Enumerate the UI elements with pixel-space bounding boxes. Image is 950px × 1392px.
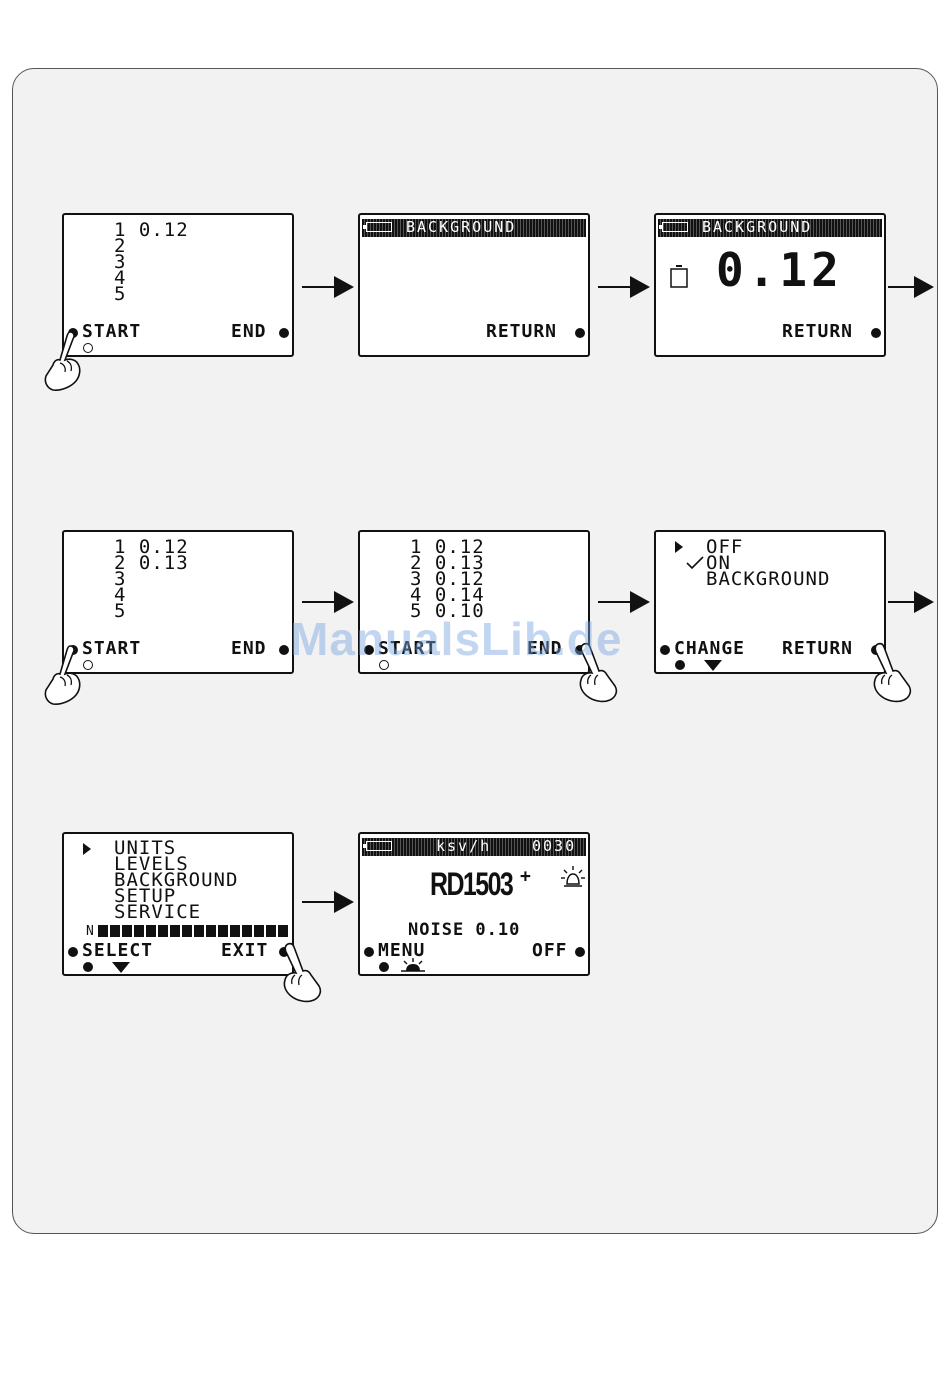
arrow-right-icon — [888, 286, 932, 288]
screen-list-1: 1 0.12 2 3 4 5 START END — [62, 213, 294, 357]
softkey-left-dot[interactable] — [364, 645, 374, 655]
n-label: N — [86, 924, 94, 939]
down-key-dot[interactable] — [675, 660, 685, 670]
checkmark-icon — [686, 556, 704, 570]
units-label: ksv/h — [436, 837, 491, 855]
start-softkey[interactable]: START — [82, 638, 141, 659]
exit-softkey[interactable]: EXIT — [221, 940, 268, 961]
stopwatch-icon — [83, 343, 93, 353]
screen-title: BACKGROUND — [702, 218, 812, 236]
arrow-right-icon — [598, 286, 648, 288]
off-softkey[interactable]: OFF — [532, 940, 568, 961]
readout-label: 0030 — [532, 837, 576, 855]
softkey-right-dot[interactable] — [575, 947, 585, 957]
pointing-hand-icon — [872, 642, 916, 706]
arrow-right-icon — [302, 901, 352, 903]
softkey-right-dot[interactable] — [279, 328, 289, 338]
battery-icon — [366, 841, 392, 851]
stopwatch-icon — [668, 265, 690, 291]
light-key-dot[interactable] — [379, 962, 389, 972]
pointer-triangle-icon — [674, 540, 684, 554]
change-softkey[interactable]: CHANGE — [674, 638, 745, 659]
softkey-left-dot[interactable] — [660, 645, 670, 655]
model-plus: + — [520, 866, 531, 887]
stopwatch-icon — [379, 660, 389, 670]
softkey-right-dot[interactable] — [871, 328, 881, 338]
battery-icon — [662, 222, 688, 232]
screen-home: ksv/h 0030 RD1503 + NOISE 0.10 MENU OFF — [358, 832, 590, 976]
pointing-hand-icon — [40, 330, 84, 394]
return-softkey[interactable]: RETURN — [486, 321, 557, 342]
arrow-right-icon — [888, 601, 932, 603]
noise-readout: NOISE 0.10 — [408, 920, 520, 940]
select-softkey[interactable]: SELECT — [82, 940, 153, 961]
screen-list-2: 1 0.12 2 0.13 3 4 5 START END — [62, 530, 294, 674]
softkey-right-dot[interactable] — [575, 328, 585, 338]
menu-item-service[interactable]: SERVICE — [114, 904, 201, 920]
return-softkey[interactable]: RETURN — [782, 321, 853, 342]
end-softkey[interactable]: END — [231, 638, 267, 659]
pointer-triangle-icon — [82, 842, 92, 856]
battery-icon — [366, 222, 392, 232]
screen-main-menu: UNITS LEVELS BACKGROUND SETUP SERVICE N … — [62, 832, 294, 976]
down-arrow-icon — [112, 962, 130, 973]
alarm-light-icon — [560, 864, 586, 892]
end-softkey[interactable]: END — [231, 321, 267, 342]
screen-background-empty: BACKGROUND RETURN — [358, 213, 590, 357]
start-softkey[interactable]: START — [82, 321, 141, 342]
down-arrow-icon — [704, 660, 722, 671]
end-softkey[interactable]: END — [527, 638, 563, 659]
screen-background-value: BACKGROUND 0.12 RETURN — [654, 213, 886, 357]
model-name: RD1503 — [430, 866, 512, 903]
softkey-left-dot[interactable] — [364, 947, 374, 957]
list-line-5: 5 0.10 — [410, 603, 485, 619]
level-bar — [98, 925, 290, 937]
start-softkey[interactable]: START — [378, 638, 437, 659]
list-line-5: 5 — [114, 603, 126, 619]
background-value: 0.12 — [716, 243, 843, 297]
list-line-5: 5 — [114, 286, 126, 302]
title-bar: ksv/h 0030 — [362, 838, 586, 856]
arrow-right-icon — [302, 601, 352, 603]
down-key-dot[interactable] — [83, 962, 93, 972]
screen-title: BACKGROUND — [406, 218, 516, 236]
pointing-hand-icon — [282, 942, 326, 1006]
title-bar: BACKGROUND — [658, 219, 882, 237]
screen-list-3: 1 0.12 2 0.13 3 0.12 4 0.14 5 0.10 START… — [358, 530, 590, 674]
pointing-hand-icon — [578, 642, 622, 706]
softkey-left-dot[interactable] — [68, 947, 78, 957]
softkey-right-dot[interactable] — [279, 645, 289, 655]
arrow-right-icon — [302, 286, 352, 288]
option-background[interactable]: BACKGROUND — [706, 571, 830, 587]
arrow-right-icon — [598, 601, 648, 603]
title-bar: BACKGROUND — [362, 219, 586, 237]
screen-background-menu: OFF ON BACKGROUND CHANGE RETURN — [654, 530, 886, 674]
stopwatch-icon — [83, 660, 93, 670]
return-softkey[interactable]: RETURN — [782, 638, 853, 659]
backlight-icon — [400, 958, 426, 972]
pointing-hand-icon — [40, 644, 84, 708]
